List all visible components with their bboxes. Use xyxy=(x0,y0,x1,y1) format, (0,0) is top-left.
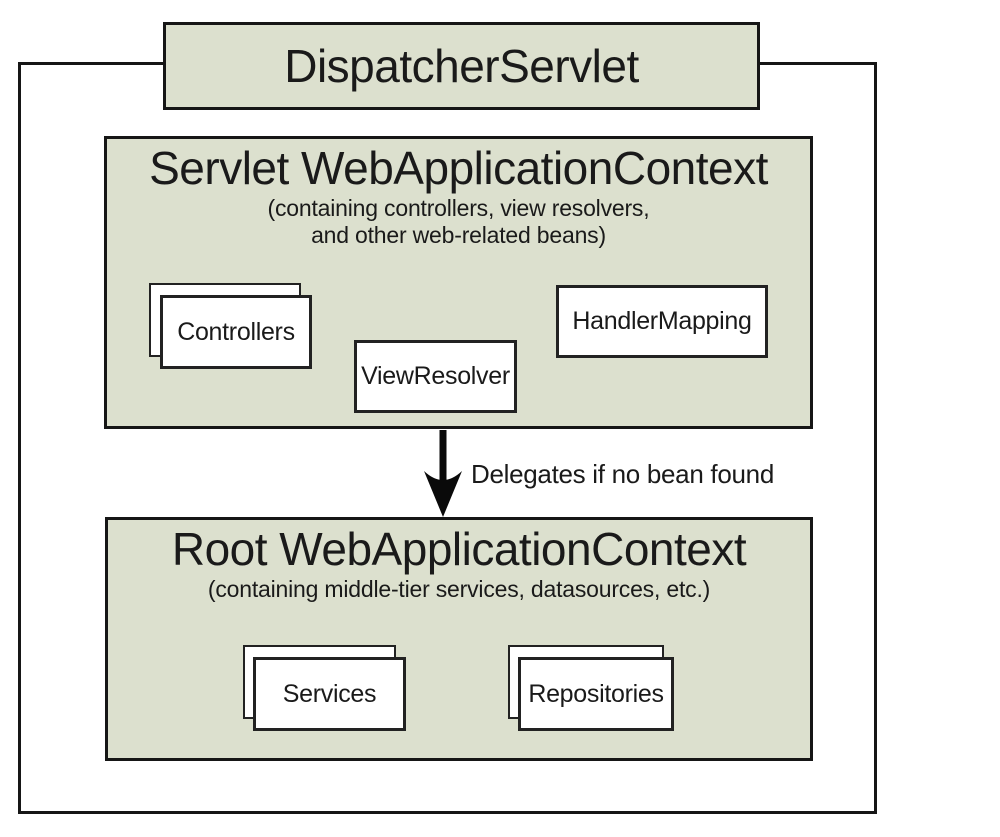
root-webapplicationcontext-box: Root WebApplicationContext (containing m… xyxy=(105,517,813,761)
delegates-label: Delegates if no bean found xyxy=(471,459,774,489)
servlet-context-subtitle-line1: (containing controllers, view resolvers, xyxy=(267,194,650,221)
root-context-subtitle: (containing middle-tier services, dataso… xyxy=(207,575,711,602)
servlet-webapplicationcontext-box: Servlet WebApplicationContext (containin… xyxy=(104,136,813,429)
handlermapping-box: HandlerMapping xyxy=(556,285,768,358)
viewresolver-label: ViewResolver xyxy=(361,362,510,390)
repositories-label: Repositories xyxy=(528,679,664,708)
repositories-box: Repositories xyxy=(518,657,674,731)
dispatcher-servlet-label: DispatcherServlet xyxy=(284,40,639,92)
servlet-context-subtitle-line2: and other web-related beans) xyxy=(311,221,606,248)
services-stack: Services xyxy=(243,645,406,731)
controllers-label: Controllers xyxy=(177,317,295,346)
repositories-stack: Repositories xyxy=(508,645,675,731)
servlet-context-title: Servlet WebApplicationContext xyxy=(149,142,768,194)
controllers-stack: Controllers xyxy=(149,283,312,369)
services-box: Services xyxy=(253,657,406,731)
services-label: Services xyxy=(282,679,377,708)
delegates-arrow-icon xyxy=(424,430,462,517)
controllers-box: Controllers xyxy=(160,295,312,369)
viewresolver-box: ViewResolver xyxy=(354,340,517,413)
arrow-stem xyxy=(439,430,447,484)
root-context-title: Root WebApplicationContext xyxy=(171,523,747,575)
handlermapping-label: HandlerMapping xyxy=(572,307,752,335)
dispatcher-servlet-box: DispatcherServlet xyxy=(163,22,760,110)
arrow-head xyxy=(424,471,462,517)
